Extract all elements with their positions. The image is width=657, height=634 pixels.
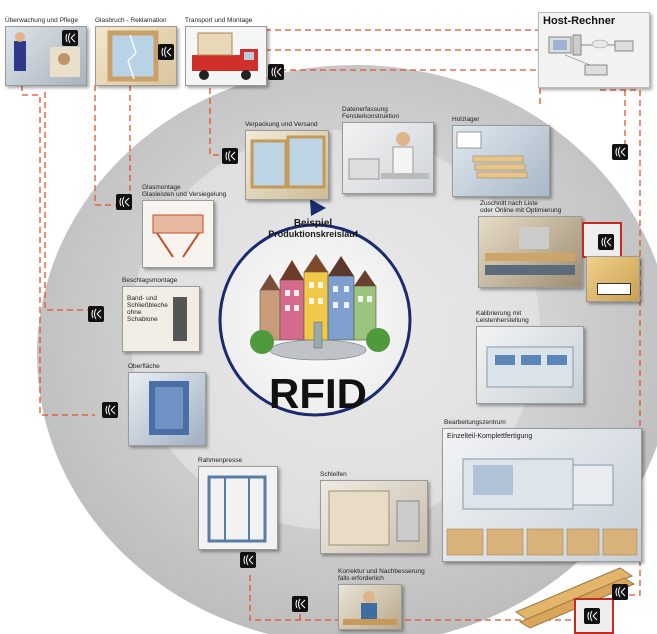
rfid-tag-icon (102, 402, 118, 418)
photo-surface (128, 372, 206, 446)
photo-correction (338, 584, 402, 630)
rfid-tag-icon (292, 596, 308, 612)
center-line-1: Beispiel (293, 218, 333, 229)
photo-packaging (245, 130, 329, 200)
rfid-tag-icon (158, 44, 174, 60)
photo-wood-storage (452, 125, 550, 197)
label-hardware-mounting: Beschlagsmontage (122, 277, 178, 284)
rfid-tag-icon (612, 584, 628, 600)
rfid-tag-icon (88, 306, 104, 322)
cycle-arrow-head (310, 199, 326, 216)
label-glass-mounting-2: Glasleisten und Versiegelung (142, 191, 227, 198)
label-glass-break: Glasbruch - Reklamation (95, 17, 167, 24)
center-line-2: Produktionskreislauf (268, 229, 358, 239)
hardware-note-3: ohne (127, 309, 142, 316)
rfid-tag-icon (268, 64, 284, 80)
hardware-note-4: Schablone (127, 316, 158, 323)
rfid-label: RFID (269, 370, 367, 417)
photo-frame-press (198, 466, 278, 550)
photo-wood-block (586, 256, 640, 302)
hardware-note-2: Schließbleche (127, 302, 168, 309)
photo-machining-center: Einzelteil-Komplettfertigung (442, 428, 642, 562)
center-heading: Beispiel Produktionskreislauf (268, 218, 358, 239)
photo-cutting (478, 216, 582, 288)
hardware-note-1: Band- und (127, 295, 157, 302)
label-glass-mounting-1: Glasmontage (142, 184, 181, 191)
label-correction-1: Korrektur und Nachbesserung (338, 568, 425, 575)
rfid-tag-icon (240, 552, 256, 568)
rfid-tag-icon (62, 30, 78, 46)
photo-glass-mounting (142, 200, 214, 268)
host-title: Host-Rechner (543, 15, 616, 27)
label-packaging: Verpackung und Versand (245, 121, 318, 128)
label-calibration-2: Leistenherstellung (476, 317, 529, 324)
label-transport: Transport und Montage (185, 17, 253, 24)
photo-calibration (476, 326, 584, 404)
photo-data-entry (342, 122, 434, 194)
label-sanding: Schleifen (320, 471, 347, 478)
rfid-connector-lines (21, 29, 641, 621)
label-calibration-1: Kalibrierung mit (476, 310, 522, 317)
town-illustration (250, 254, 390, 361)
single-part-label: Einzelteil-Komplettfertigung (447, 433, 533, 440)
rfid-tag-icon (222, 148, 238, 164)
label-monitoring: Überwachung und Pflege (5, 17, 78, 24)
photo-sanding (320, 480, 428, 554)
label-wood-storage: Holzlager (452, 116, 480, 123)
rfid-tag-icon (598, 234, 614, 250)
label-frame-press: Rahmenpresse (198, 457, 243, 464)
label-machining-center: Bearbeitungszentrum (444, 419, 506, 426)
label-correction-2: falls erforderlich (338, 575, 384, 582)
rfid-tag-icon (584, 608, 600, 624)
host-computer-panel: Host-Rechner (538, 12, 650, 88)
label-surface: Oberfläche (128, 363, 160, 370)
photo-hardware-mounting: Band- und Schließbleche ohne Schablone (122, 286, 200, 352)
rfid-tag-icon (116, 194, 132, 210)
label-cutting-1: Zuschnitt nach Liste (480, 200, 538, 207)
rfid-tag-icon (612, 144, 628, 160)
photo-transport (185, 26, 267, 86)
label-cutting-2: oder Online mit Optimierung (480, 207, 562, 214)
label-data-entry-1: Datenerfassung (342, 106, 388, 113)
label-data-entry-2: Fensterkonstruktion (342, 113, 400, 120)
